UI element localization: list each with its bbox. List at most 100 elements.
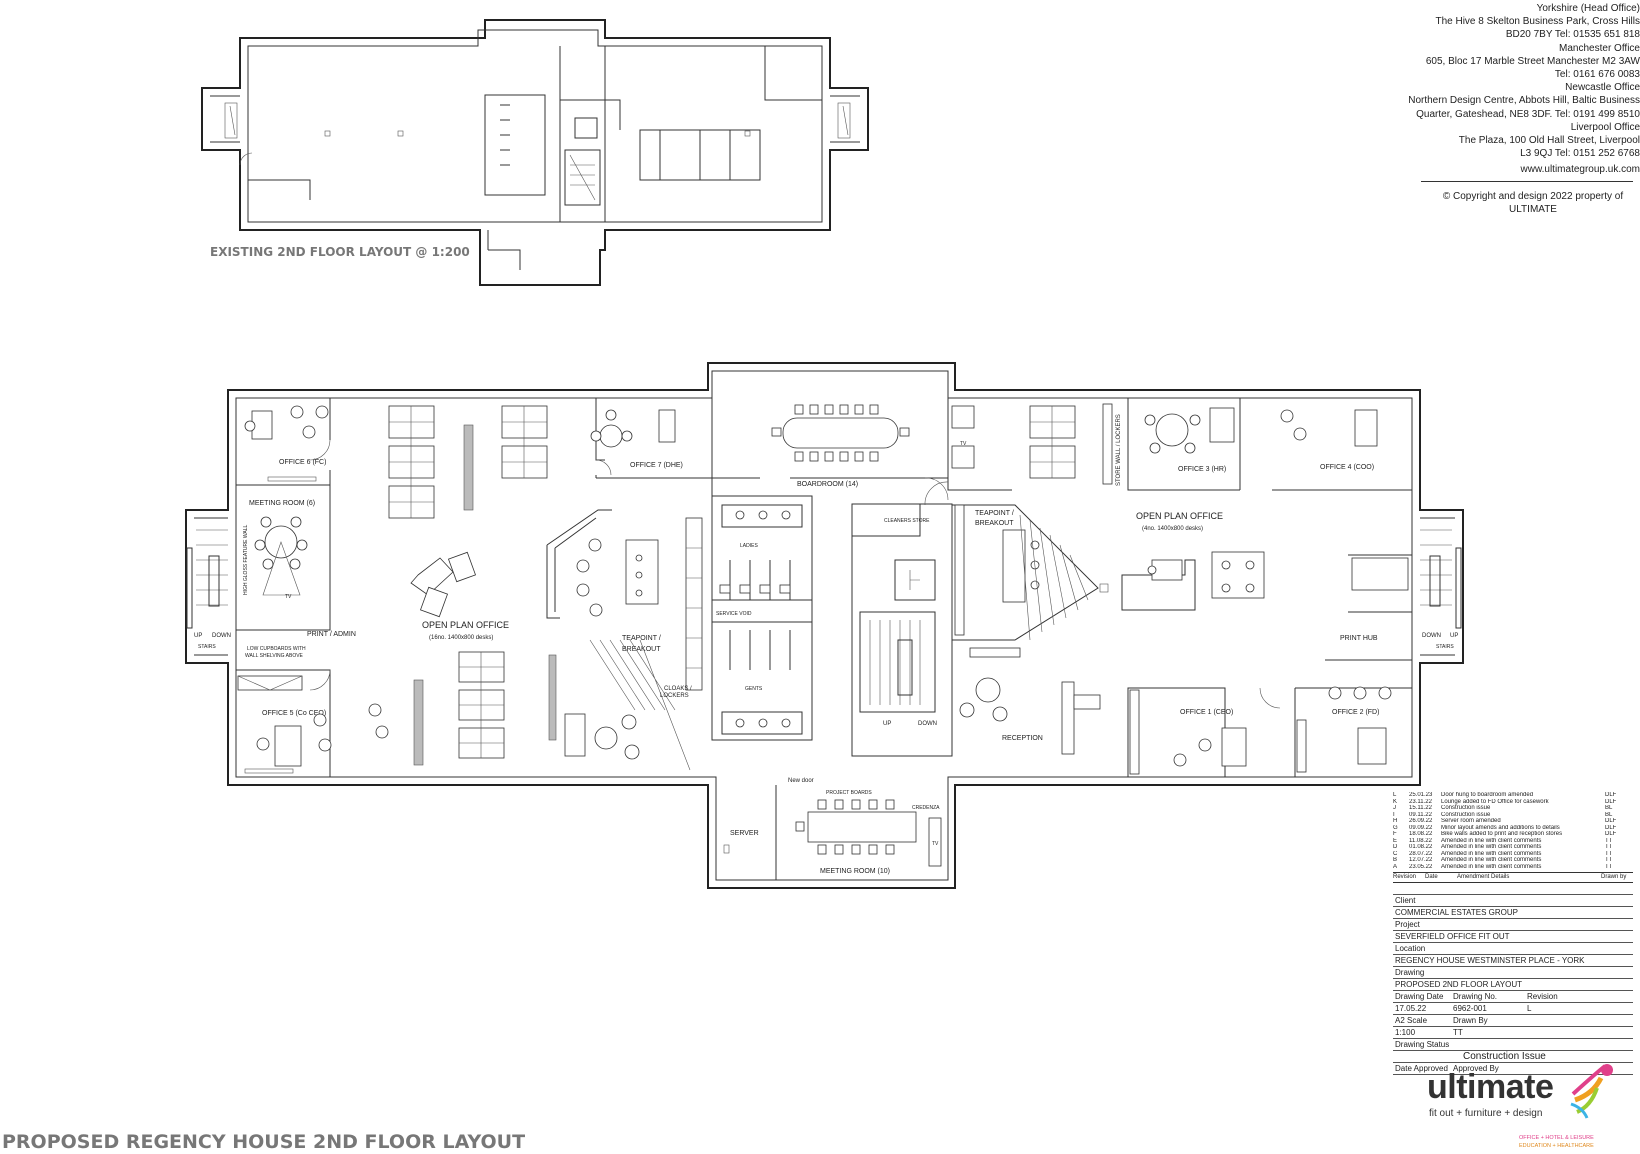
right-stair-core: DOWN UP STAIRS [1420,517,1462,656]
title-block: Client COMMERCIAL ESTATES GROUP Project … [1393,894,1633,1075]
address-line: Manchester Office [1559,42,1640,54]
core-stairs-up: UP [883,721,891,727]
bottom-extension: New door SERVER TV PROJECT BOARDS CREDEN… [723,778,942,880]
desk-cluster-s [458,651,505,759]
existing-floor-plan: EXISTING 2ND FLOOR LAYOUT @ 1:200 [201,19,869,286]
address-line: L3 9QJ Tel: 0151 252 6768 [1520,148,1640,160]
ladies-label: LADIES [740,543,758,549]
address-line: Yorkshire (Head Office) [1536,3,1640,14]
proposed-floor-plan: UP DOWN STAIRS DOWN UP STAIRS OFFICE 6 ( [2,362,1464,1153]
desk-cluster-nw [388,405,435,519]
logo-sectors-1: OFFICE + HOTEL & LEISURE [1519,1135,1594,1141]
logo-wordmark: ultimate [1427,1068,1554,1106]
cloaks-line2: LOCKERS [660,693,689,699]
open-plan-left-desks: (16no. 1400x800 desks) [429,635,493,641]
central-core: LADIES SERVICE VOID GENTS CLEANERS STORE… [711,371,953,757]
desk-cluster-ne [1029,405,1076,479]
copyright-text: Copyright and design 2022 property of [1453,191,1624,202]
meeting10-label: MEETING ROOM (10) [820,868,890,875]
address-line: 605, Bloc 17 Marble Street Manchester M2… [1425,55,1640,67]
credenza-label: CREDENZA [912,805,940,811]
website-link[interactable]: www.ultimategroup.uk.com [1520,164,1640,176]
left-wing: OFFICE 6 (FC) MEETING ROOM (6) TV HIGH G… [235,398,356,777]
service-void-label: SERVICE VOID [716,611,752,617]
logo-sectors-2: EDUCATION + HEALTHCARE [1519,1143,1594,1149]
project-label: Project [1393,919,1633,931]
address-line: Quarter, Gateshead, NE8 3DF. Tel: 0191 4… [1416,108,1640,120]
project-value: SEVERFIELD OFFICE FIT OUT [1393,931,1633,943]
gents-label: GENTS [745,686,763,692]
new-door-label: New door [788,778,814,784]
drawing-value: PROPOSED 2ND FLOOR LAYOUT [1393,979,1633,991]
open-plan-right-desks: (4no. 1400x800 desks) [1142,526,1203,532]
print-hub-label: PRINT HUB [1340,635,1378,642]
address-line: Tel: 0161 676 0083 [1554,69,1640,81]
existing-layout-title: EXISTING 2ND FLOOR LAYOUT @ 1:200 [210,245,470,259]
teapoint-right-line1: TEAPOINT / [975,510,1014,517]
right-wing: TV STORE WALL / LOCKERS OFFICE 3 (HR) OF… [924,398,1413,661]
meeting10-tv: TV [932,841,939,847]
right-wing-tv: TV [960,441,967,447]
low-cupboards-label-1: LOW CUPBOARDS WITH [247,646,306,652]
teapoint-left-line1: TEAPOINT / [622,635,661,642]
desk-cluster-n [501,405,548,479]
office4-label: OFFICE 4 (COO) [1320,464,1374,471]
print-admin-label: PRINT / ADMIN [307,631,356,638]
teapoint-right: TEAPOINT / BREAKOUT [952,504,1109,641]
left-stairs-label: STAIRS [198,644,216,650]
office3-label: OFFICE 3 (HR) [1178,466,1226,473]
office2-label: OFFICE 2 (FD) [1332,709,1379,716]
logo-swoosh-icon [1570,1064,1613,1119]
drawing-label: Drawing [1393,967,1633,979]
address-line: The Plaza, 100 Old Hall Street, Liverpoo… [1458,135,1640,147]
boardroom-area: BOARDROOM (14) [712,398,949,501]
client-value: COMMERCIAL ESTATES GROUP [1393,907,1633,919]
copyright-icon: © [1442,191,1451,202]
open-plan-right-label: OPEN PLAN OFFICE [1136,511,1223,521]
location-label: Location [1393,943,1633,955]
boardroom-label: BOARDROOM (14) [797,481,858,488]
office1-label: OFFICE 1 (CEO) [1180,709,1233,716]
low-cupboards-label-2: WALL SHELVING ABOVE [245,653,304,659]
proposed-layout-title: PROPOSED REGENCY HOUSE 2ND FLOOR LAYOUT [2,1131,525,1153]
storewall-label: STORE WALL / LOCKERS [1116,414,1122,486]
office7-label: OFFICE 7 (DHE) [630,462,683,469]
project-boards-label: PROJECT BOARDS [826,790,872,796]
copyright-owner: ULTIMATE [1509,204,1557,215]
office7-teapoint-left: OFFICE 7 (DHE) TEAPOINT / BREAKOUT CLOAK… [546,398,712,771]
copyright-divider [1421,181,1633,182]
address-line: BD20 7BY Tel: 01535 651 818 [1505,29,1640,41]
right-stairs-label: STAIRS [1436,644,1454,650]
left-stairs-down: DOWN [212,633,231,639]
teapoint-right-line2: BREAKOUT [975,520,1014,527]
teapoint-left-line2: BREAKOUT [622,646,661,653]
address-line: The Hive 8 Skelton Business Park, Cross … [1435,16,1640,28]
cleaners-store-label: CLEANERS STORE [884,518,930,524]
address-line: Northern Design Centre, Abbots Hill, Bal… [1408,95,1640,107]
open-plan-left-label: OPEN PLAN OFFICE [422,620,509,630]
office6-label: OFFICE 6 (FC) [279,459,326,466]
office-address-block: Yorkshire (Head Office) The Hive 8 Skelt… [1395,2,1640,177]
meeting6-tv: TV [285,594,292,600]
copyright-notice: © Copyright and design 2022 property of … [1428,190,1638,216]
client-label: Client [1393,894,1633,907]
left-stairs-up: UP [194,633,202,639]
drawing-status-label: Drawing Status [1393,1039,1633,1051]
feature-wall-label: HIGH GLOSS FEATURE WALL [243,524,249,595]
office5-label: OFFICE 5 (Co CEO) [262,710,326,717]
reception-area: RECEPTION OFFICE 1 (CEO) OFFICE 2 (FD) [959,647,1412,777]
right-stairs-up: UP [1450,633,1458,639]
